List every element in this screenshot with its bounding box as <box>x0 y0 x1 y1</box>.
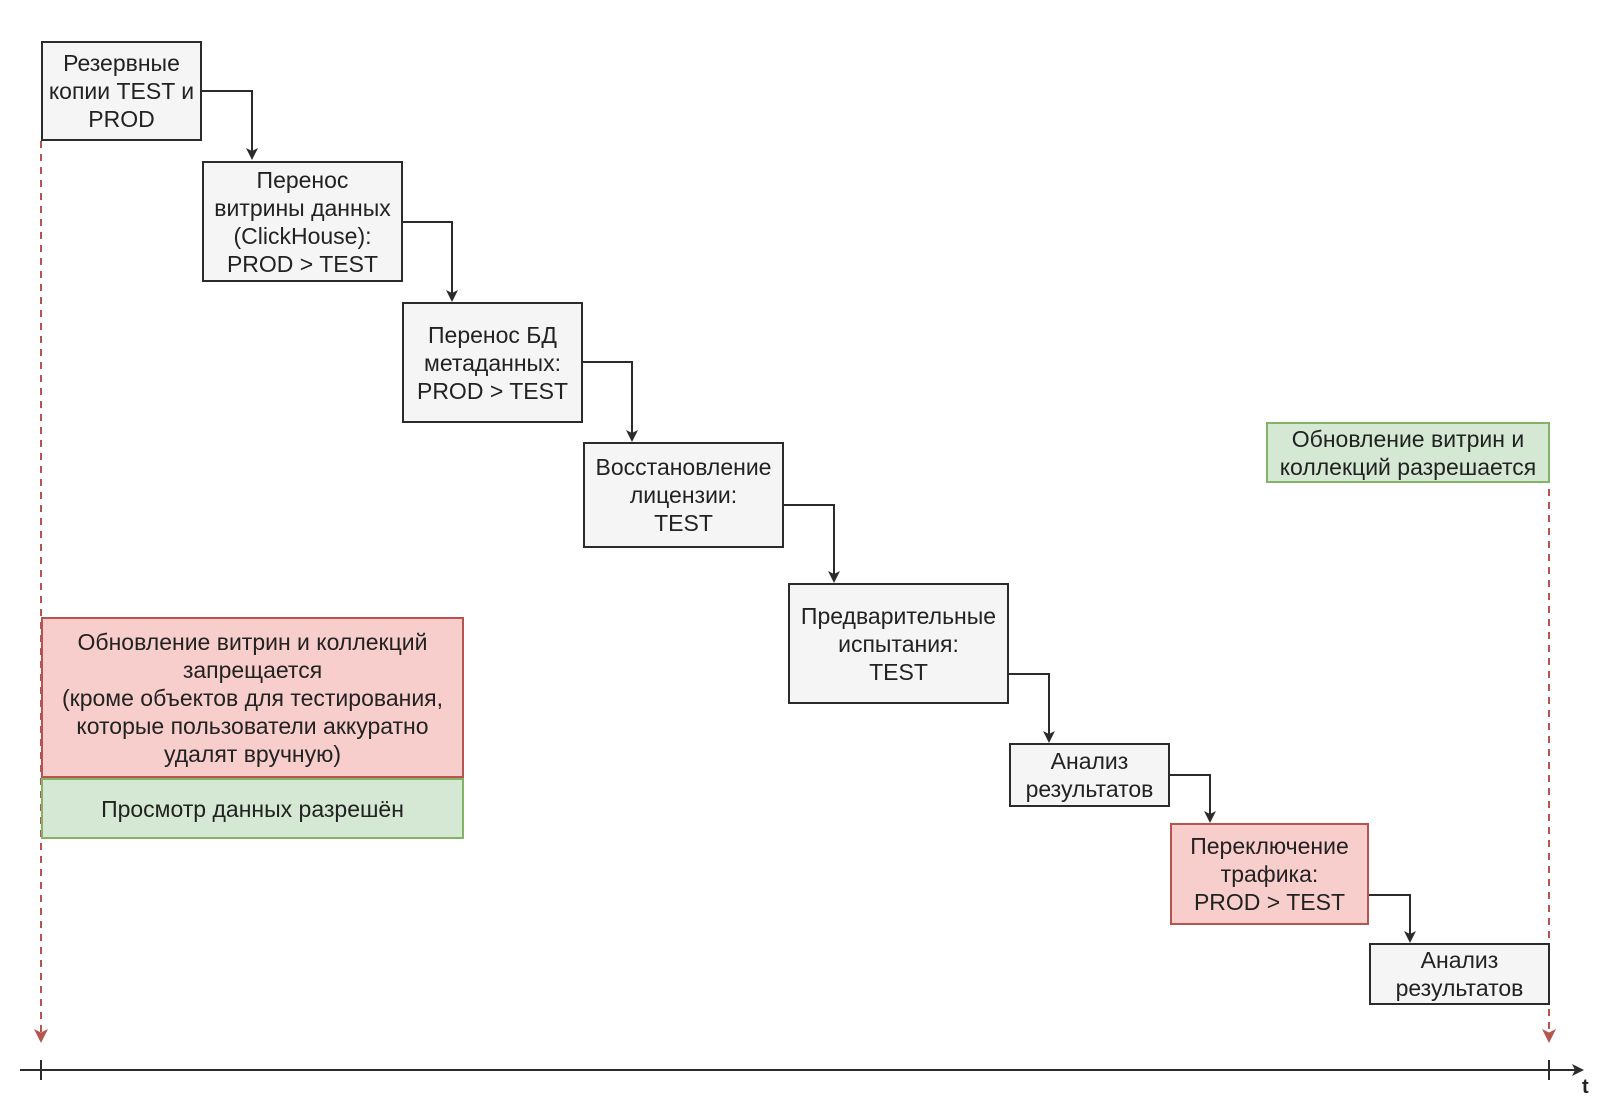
connector-step1-step2 <box>198 90 258 160</box>
note-view-allowed-text: Просмотр данных разрешён <box>101 795 404 822</box>
connector-step3-step4 <box>583 361 638 442</box>
note-updates-allowed: Обновление витрин и коллекций разрешаетс… <box>1266 422 1550 483</box>
step-preliminary-tests: Предварительные испытания: TEST <box>788 583 1009 704</box>
step-analyze-results-1-label: Анализ результатов <box>1025 748 1154 802</box>
note-updates-forbidden-text: Обновление витрин и коллекций запрещаетс… <box>61 628 444 767</box>
connector-step2-step3 <box>403 221 458 302</box>
step-transfer-datamart-label: Перенос витрины данных (ClickHouse): PRO… <box>214 166 391 277</box>
step-analyze-results-2: Анализ результатов <box>1369 943 1550 1005</box>
step-backup-label: Резервные копии TEST и PROD <box>48 50 195 132</box>
step-transfer-metadata-db: Перенос БД метаданных: PROD > TEST <box>402 302 583 423</box>
step-switch-traffic-label: Переключение трафика: PROD > TEST <box>1190 833 1349 915</box>
connector-step6-step7 <box>1170 774 1216 823</box>
time-axis-label: t <box>1582 1076 1589 1098</box>
step-analyze-results-1: Анализ результатов <box>1009 743 1170 807</box>
step-restore-license-label: Восстановление лицензии: TEST <box>595 454 772 536</box>
note-updates-allowed-text: Обновление витрин и коллекций разрешаетс… <box>1279 425 1537 480</box>
step-transfer-metadata-db-label: Перенос БД метаданных: PROD > TEST <box>416 321 569 404</box>
note-updates-forbidden: Обновление витрин и коллекций запрещаетс… <box>41 617 464 778</box>
connector-step4-step5 <box>784 504 840 583</box>
step-transfer-datamart: Перенос витрины данных (ClickHouse): PRO… <box>202 161 403 282</box>
step-restore-license: Восстановление лицензии: TEST <box>583 442 784 548</box>
step-backup: Резервные копии TEST и PROD <box>41 41 202 141</box>
connector-step7-step8 <box>1369 894 1416 943</box>
connector-step5-step6 <box>1009 673 1055 743</box>
step-switch-traffic: Переключение трафика: PROD > TEST <box>1170 823 1369 925</box>
step-analyze-results-2-label: Анализ результатов <box>1395 947 1524 1001</box>
note-view-allowed: Просмотр данных разрешён <box>41 778 464 839</box>
step-preliminary-tests-label: Предварительные испытания: TEST <box>800 602 997 685</box>
